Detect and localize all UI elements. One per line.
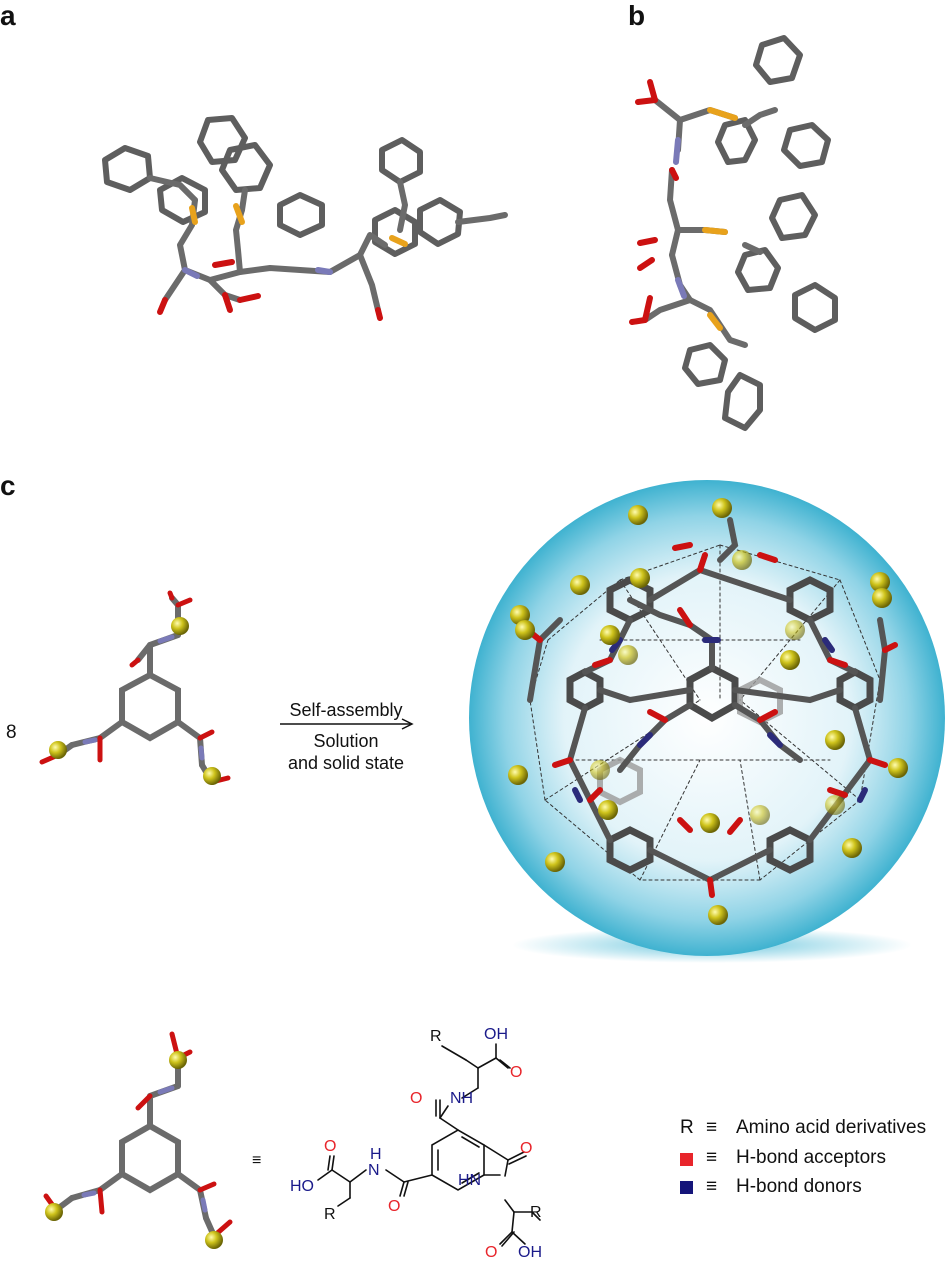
stoichiometry-label: 8 [6, 722, 17, 743]
skeletal-formula [317, 1043, 541, 1247]
formula-nh-top: NH [450, 1090, 474, 1107]
formula-r-left: R [324, 1206, 336, 1223]
formula-ho-left: HO [290, 1178, 314, 1195]
formula-n-left: N [368, 1162, 380, 1179]
formula-oh-top: OH [484, 1026, 508, 1043]
panel-c-monomer [39, 590, 231, 785]
formula-o-top: O [510, 1064, 523, 1081]
legend-row-acceptor: ≡ H-bond acceptors [680, 1147, 886, 1169]
formula-oh-right: OH [518, 1244, 542, 1261]
legend-equiv: ≡ [706, 1147, 718, 1168]
legend-row-donor: ≡ H-bond donors [680, 1176, 862, 1198]
formula-o-left: O [324, 1138, 337, 1155]
legend-swatch-donor [680, 1181, 693, 1194]
arrow-label-top: Self-assembly [289, 700, 403, 720]
arrow-label-line3: and solid state [287, 753, 405, 773]
formula-o-right: O [520, 1140, 533, 1157]
formula-r-top: R [430, 1028, 442, 1045]
legend-label-donor: H-bond donors [736, 1176, 862, 1197]
formula-o-acid-right: O [485, 1244, 498, 1261]
formula-o-carbonyl-top: O [410, 1090, 423, 1107]
legend-label-amino-acid: Amino acid derivatives [736, 1117, 927, 1138]
legend-label-acceptor: H-bond acceptors [736, 1147, 886, 1168]
bottom-monomer [43, 1031, 233, 1249]
arrow-label-line2: Solution [313, 731, 379, 751]
formula-hn-right: HN [458, 1172, 482, 1189]
reaction-arrow [280, 718, 414, 730]
capsule-sphere [469, 480, 945, 963]
legend-equiv: ≡ [706, 1176, 718, 1197]
panel-b-crystal-structure [629, 35, 838, 431]
legend-row-amino-acid: R ≡ Amino acid derivatives [680, 1117, 926, 1139]
panel-a-crystal-structure [102, 115, 508, 321]
equivalence-sign: ≡ [252, 1152, 262, 1169]
panel-label-a: a [0, 0, 16, 31]
formula-r-right: R [530, 1204, 542, 1221]
formula-o-amide-left: O [388, 1198, 401, 1215]
legend-key-r: R [680, 1117, 694, 1138]
legend-equiv: ≡ [706, 1117, 718, 1138]
capsule-framework [508, 498, 908, 925]
panel-label-b: b [628, 0, 646, 31]
legend-swatch-acceptor [680, 1153, 693, 1166]
formula-h-left: H [370, 1146, 382, 1163]
panel-label-c: c [0, 470, 16, 501]
